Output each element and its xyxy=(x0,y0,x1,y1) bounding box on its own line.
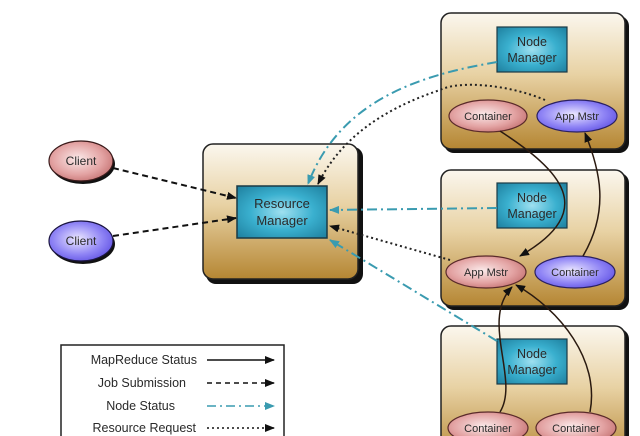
legend-label-job-submission: Job Submission xyxy=(98,376,186,390)
node-manager-label: Node xyxy=(517,35,547,49)
app-master-ellipse xyxy=(536,99,618,133)
container-ellipse xyxy=(535,411,617,436)
app-master-label: App Mstr xyxy=(555,111,599,123)
legend-label-mapreduce-status: MapReduce Status xyxy=(91,353,197,367)
node-manager xyxy=(496,182,568,229)
container-label: Container xyxy=(551,267,599,279)
client-label: Client xyxy=(66,154,97,168)
node-manager xyxy=(496,338,568,385)
container-ellipse xyxy=(448,99,528,133)
node-status-arrow xyxy=(307,61,498,185)
node-box-2: Node Manager App Mstr Container xyxy=(440,169,629,310)
job-submission-arrow xyxy=(112,215,237,237)
legend-label-resource-request: Resource Request xyxy=(92,421,196,435)
client-label: Client xyxy=(66,234,97,248)
client-1: Client xyxy=(48,140,115,184)
node-manager xyxy=(496,26,568,73)
client-2: Client xyxy=(48,220,115,264)
container-ellipse xyxy=(447,411,529,436)
resource-request-arrow xyxy=(317,83,546,185)
legend: MapReduce Status Job Submission Node Sta… xyxy=(60,344,285,436)
container-ellipse xyxy=(534,255,616,289)
mapreduce-status-arrow xyxy=(499,130,566,257)
node-box-1: Node Manager Container App Mstr xyxy=(440,12,629,153)
node-manager-label: Manager xyxy=(507,207,556,221)
app-master-label: App Mstr xyxy=(464,267,508,279)
node-manager-label: Manager xyxy=(507,363,556,377)
job-submission-arrow xyxy=(112,167,237,200)
mapreduce-status-arrow xyxy=(582,132,601,257)
resource-manager xyxy=(236,185,328,239)
node-status-arrow xyxy=(329,205,498,214)
node-manager-label: Manager xyxy=(507,51,556,65)
app-master-ellipse xyxy=(445,255,527,289)
node-manager-label: Node xyxy=(517,191,547,205)
resource-manager-label-1: Resource xyxy=(254,196,310,211)
mapreduce-status-arrow xyxy=(515,284,593,413)
container-label: Container xyxy=(552,423,600,435)
node-manager-label: Node xyxy=(517,347,547,361)
container-label: Container xyxy=(464,423,512,435)
mapreduce-status-arrow xyxy=(498,286,513,413)
node-box-3: Node Manager Container Container xyxy=(440,325,629,436)
legend-label-node-status: Node Status xyxy=(106,399,175,413)
container-label: Container xyxy=(464,111,512,123)
resource-request-arrow xyxy=(329,224,451,261)
resource-manager-label-2: Manager xyxy=(256,213,308,228)
resource-manager-box: Resource Manager xyxy=(202,143,363,284)
node-status-arrow xyxy=(329,239,498,342)
